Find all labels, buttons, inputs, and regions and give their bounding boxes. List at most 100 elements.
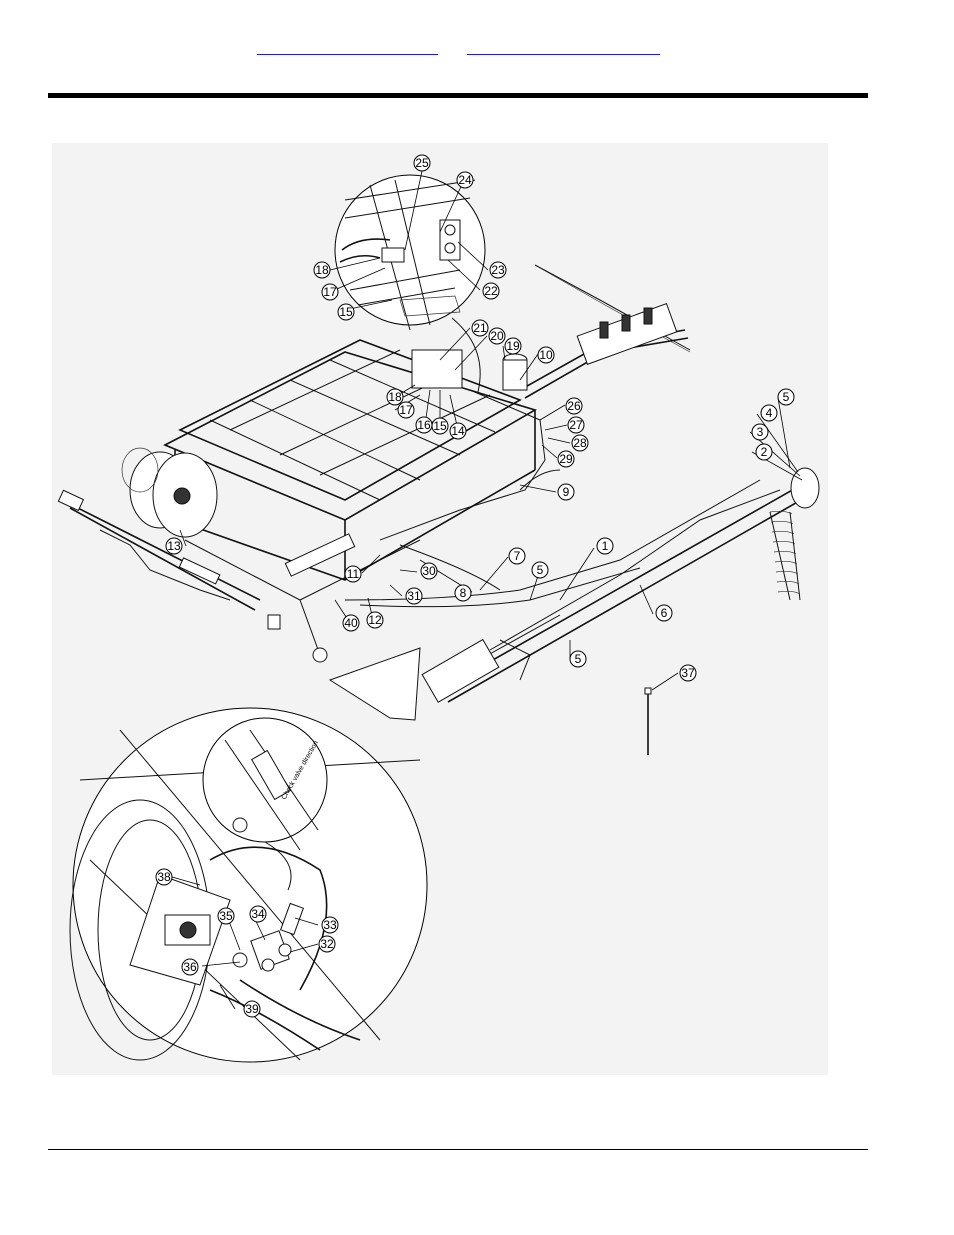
svg-text:34: 34 [251, 907, 265, 921]
callout-17b: 17 [397, 401, 415, 419]
callout-34: 34 [249, 905, 267, 923]
svg-text:24: 24 [458, 173, 472, 187]
svg-text:21: 21 [473, 321, 487, 335]
callout-31: 31 [405, 587, 423, 605]
callout-38: 38 [155, 868, 173, 886]
callout-4: 4 [760, 404, 778, 422]
inset-arrow [264, 841, 292, 891]
callout-22: 22 [482, 282, 500, 300]
detail-arrow [451, 317, 481, 393]
svg-text:40: 40 [344, 616, 358, 630]
footer-rule [48, 1149, 868, 1150]
callout-14: 14 [449, 422, 467, 440]
callout-16: 16 [415, 416, 433, 434]
svg-text:3: 3 [757, 425, 764, 439]
svg-text:31: 31 [407, 589, 421, 603]
header-link-left[interactable] [257, 40, 438, 55]
svg-text:2: 2 [761, 445, 768, 459]
callout-15: 15 [337, 303, 355, 321]
bottom-detail-view: Check valve direction [69, 707, 428, 1063]
callout-23: 23 [489, 261, 507, 279]
callout-5c: 5 [569, 650, 587, 668]
main-frame [57, 339, 537, 663]
svg-text:25: 25 [415, 156, 429, 170]
callout-8: 8 [454, 584, 472, 602]
callout-27: 27 [567, 416, 585, 434]
callout-21: 21 [471, 319, 489, 337]
svg-text:17: 17 [323, 285, 337, 299]
callout-19: 19 [504, 337, 522, 355]
svg-text:23: 23 [491, 263, 505, 277]
svg-text:5: 5 [537, 563, 544, 577]
svg-text:15: 15 [433, 419, 447, 433]
svg-text:8: 8 [460, 586, 467, 600]
callout-9: 9 [557, 483, 575, 501]
callout-11: 11 [344, 565, 362, 583]
svg-text:10: 10 [539, 348, 553, 362]
callout-13: 13 [165, 537, 183, 555]
callout-3: 3 [751, 423, 769, 441]
callout-7: 7 [508, 547, 526, 565]
callout-28: 28 [571, 434, 589, 452]
svg-text:27: 27 [569, 418, 583, 432]
callout-5: 5 [777, 388, 795, 406]
svg-text:1: 1 [602, 539, 609, 553]
header-link-right[interactable] [467, 40, 660, 55]
svg-text:26: 26 [567, 399, 581, 413]
svg-text:6: 6 [661, 606, 668, 620]
callout-24: 24 [456, 171, 474, 189]
callout-18: 18 [313, 261, 331, 279]
auger-assembly [328, 467, 820, 755]
callout-6: 6 [655, 604, 673, 622]
svg-text:5: 5 [575, 652, 582, 666]
callout-30: 30 [420, 562, 438, 580]
callout-15b: 15 [431, 417, 449, 435]
svg-text:29: 29 [559, 452, 573, 466]
header-rule [48, 93, 868, 98]
callout-2: 2 [755, 443, 773, 461]
svg-text:32: 32 [320, 937, 334, 951]
svg-text:9: 9 [563, 485, 570, 499]
callout-40: 40 [342, 614, 360, 632]
callout-5b: 5 [531, 561, 549, 579]
callout-36: 36 [181, 958, 199, 976]
svg-text:33: 33 [323, 918, 337, 932]
callout-25: 25 [413, 154, 431, 172]
svg-text:36: 36 [183, 960, 197, 974]
callout-35: 35 [217, 907, 235, 925]
svg-text:22: 22 [484, 284, 498, 298]
svg-text:18: 18 [315, 263, 329, 277]
callout-33: 33 [321, 916, 339, 934]
svg-text:12: 12 [368, 613, 382, 627]
svg-text:17: 17 [399, 403, 413, 417]
callout-1: 1 [596, 537, 614, 555]
svg-text:39: 39 [245, 1002, 259, 1016]
svg-text:15: 15 [339, 305, 353, 319]
svg-text:13: 13 [167, 539, 181, 553]
callout-39: 39 [243, 1000, 261, 1018]
svg-text:7: 7 [514, 549, 521, 563]
callout-29: 29 [557, 450, 575, 468]
callout-10: 10 [537, 346, 555, 364]
svg-text:19: 19 [506, 339, 520, 353]
top-detail-view [334, 174, 486, 331]
svg-text:35: 35 [219, 909, 233, 923]
callout-37: 37 [679, 664, 697, 682]
svg-text:16: 16 [417, 418, 431, 432]
svg-text:28: 28 [573, 436, 587, 450]
svg-text:11: 11 [347, 567, 360, 581]
svg-text:5: 5 [783, 390, 790, 404]
callout-32: 32 [318, 935, 336, 953]
callout-20: 20 [488, 327, 506, 345]
callout-12: 12 [366, 611, 384, 629]
svg-text:30: 30 [422, 564, 436, 578]
svg-text:20: 20 [490, 329, 504, 343]
callout-26: 26 [565, 397, 583, 415]
svg-text:18: 18 [388, 390, 402, 404]
upper-boom [379, 264, 691, 541]
callout-17: 17 [321, 283, 339, 301]
callout-18b: 18 [386, 388, 404, 406]
svg-text:37: 37 [681, 666, 695, 680]
svg-text:38: 38 [157, 870, 171, 884]
